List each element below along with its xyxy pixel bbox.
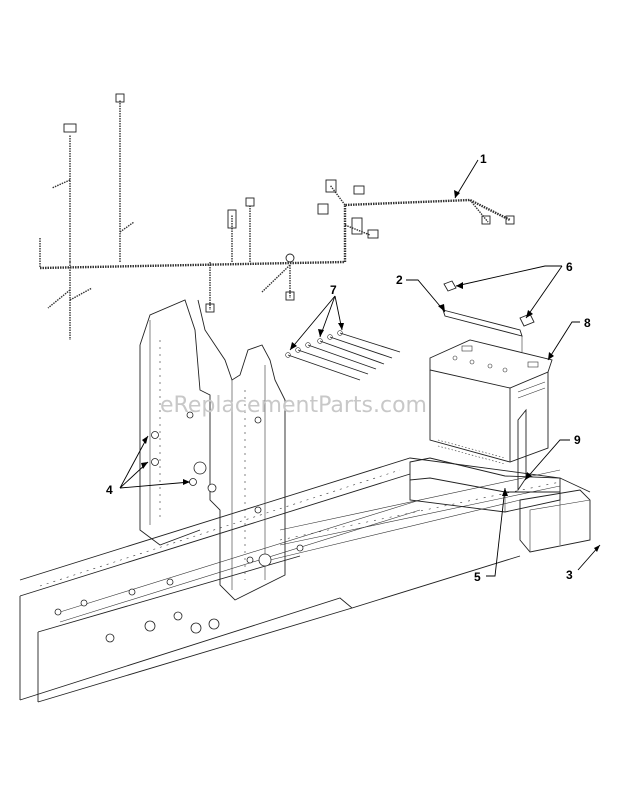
cable-ties bbox=[285, 330, 401, 381]
bolt-set bbox=[151, 431, 197, 486]
callout-4: 4 bbox=[106, 483, 113, 497]
callout-9: 9 bbox=[574, 433, 581, 447]
wire-harness bbox=[39, 93, 515, 340]
callout-3: 3 bbox=[566, 568, 573, 582]
battery bbox=[429, 339, 553, 465]
callout-labels: 1 2 3 4 5 6 7 8 9 bbox=[106, 152, 591, 584]
wing-nut-2 bbox=[443, 280, 457, 292]
callout-1: 1 bbox=[480, 152, 487, 166]
callout-8: 8 bbox=[584, 316, 591, 330]
callout-5: 5 bbox=[474, 570, 481, 584]
callout-6: 6 bbox=[566, 260, 573, 274]
upright-panel bbox=[139, 299, 286, 601]
leader-lines bbox=[119, 159, 601, 577]
frame-holes bbox=[54, 544, 304, 643]
watermark-text: eReplacementParts.com bbox=[160, 393, 427, 418]
callout-2: 2 bbox=[396, 273, 403, 287]
callout-7: 7 bbox=[330, 283, 337, 297]
